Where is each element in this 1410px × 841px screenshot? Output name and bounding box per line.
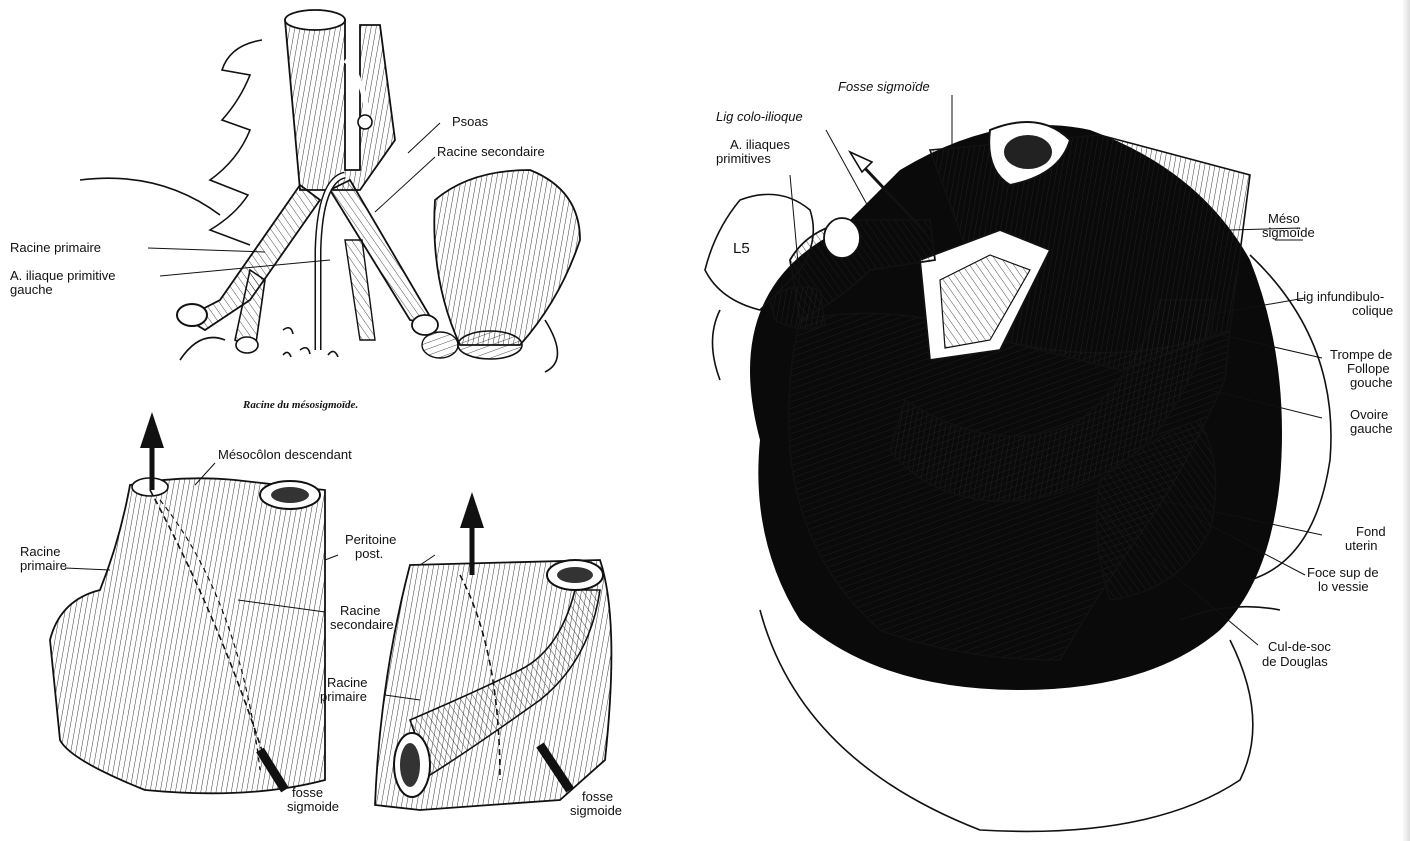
- label-fosse-left-1: fosse: [292, 786, 323, 800]
- label-racine-primaire-mid-1: Racine: [327, 676, 367, 690]
- mesocolon-figure-middle: [375, 492, 611, 810]
- label-a-iliaque-line2: gauche: [10, 283, 53, 297]
- label-trompe-3: gouche: [1350, 376, 1393, 390]
- label-racine-secondaire-2: secondaire: [330, 618, 394, 632]
- label-psoas: Psoas: [452, 115, 488, 129]
- label-meso-1: Méso: [1268, 212, 1300, 226]
- vessels-figure: [80, 10, 580, 372]
- label-a-iliaque-line1: A. iliaque primitive: [10, 269, 116, 283]
- label-lig-infundibulo-1: Lig infundibulo-: [1296, 290, 1384, 304]
- label-a-iliaques-1: A. iliaques: [730, 138, 790, 152]
- label-ovaire-1: Ovoire: [1350, 408, 1388, 422]
- label-fosse-left-2: sigmoide: [287, 800, 339, 814]
- pelvic-figure: [705, 95, 1331, 831]
- label-peritoine-1: Peritoine: [345, 533, 396, 547]
- label-ovaire-2: gauche: [1350, 422, 1393, 436]
- label-racine-primaire-left-1: Racine: [20, 545, 60, 559]
- label-mesocolon-descendant: Mésocôlon descendant: [218, 448, 352, 462]
- label-trompe-1: Trompe de: [1330, 348, 1392, 362]
- label-l5: L5: [733, 242, 750, 256]
- label-racine-secondaire: Racine secondaire: [437, 145, 545, 159]
- label-fond-2: uterin: [1345, 539, 1378, 553]
- scan-edge: [1402, 0, 1410, 841]
- label-peritoine-2: post.: [355, 547, 383, 561]
- label-racine-primaire-left-2: primaire: [20, 559, 67, 573]
- label-cul-de-sac-1: Cul-de-soc: [1268, 640, 1331, 654]
- label-cul-de-sac-2: de Douglas: [1262, 655, 1328, 669]
- label-lig-infundibulo-2: colique: [1352, 304, 1393, 318]
- label-racine-primaire: Racine primaire: [10, 241, 101, 255]
- label-fosse-mid-2: sigmoide: [570, 804, 622, 818]
- label-racine-secondaire-1: Racine: [340, 604, 380, 618]
- label-fosse-mid-1: fosse: [582, 790, 613, 804]
- label-racine-primaire-mid-2: primaire: [320, 690, 367, 704]
- figure-caption: Racine du mésosigmoïde.: [243, 398, 358, 412]
- label-fosse-sigmoide: Fosse sigmoïde: [838, 80, 930, 94]
- label-face-sup-2: lo vessie: [1318, 580, 1369, 594]
- mesocolon-figure-left: [50, 412, 338, 793]
- label-face-sup-1: Foce sup de: [1307, 566, 1379, 580]
- label-fond-1: Fond: [1356, 525, 1386, 539]
- label-trompe-2: Follope: [1347, 362, 1390, 376]
- label-a-iliaques-2: primitives: [716, 152, 771, 166]
- label-lig-colo-iliaque: Lig colo-ilioque: [716, 110, 803, 124]
- label-meso-2: sigmoïde: [1262, 226, 1315, 240]
